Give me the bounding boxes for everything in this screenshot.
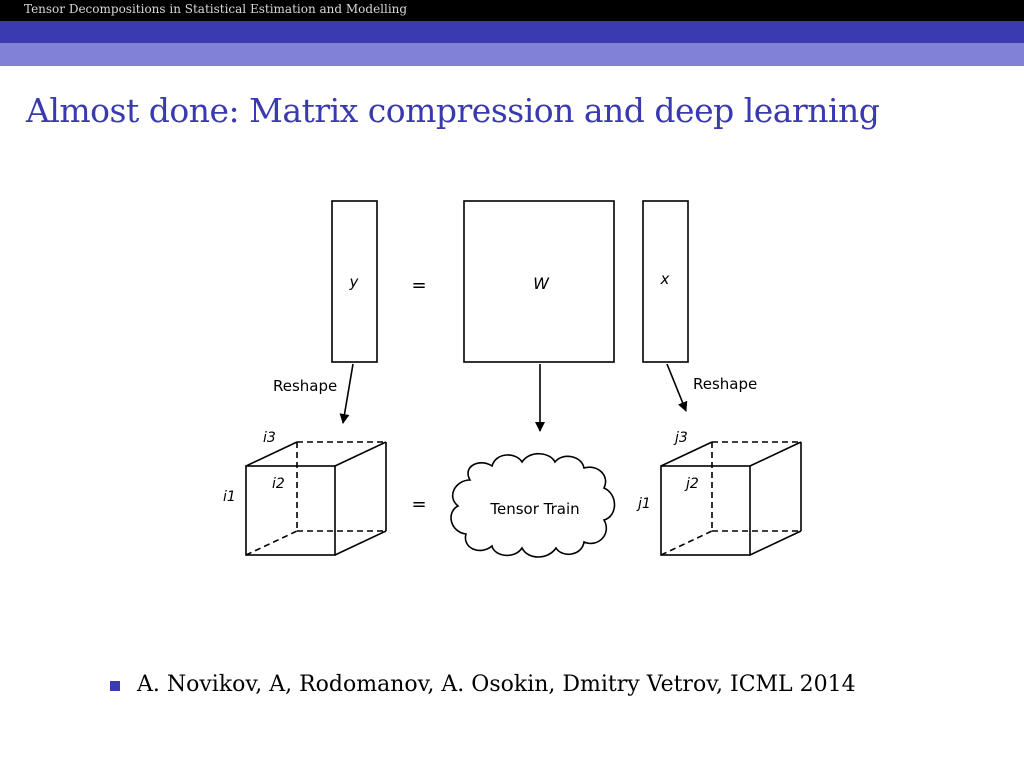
reshape-right-label: Reshape [693,375,757,393]
y-vector-box [331,200,378,363]
left-tensor-cube [245,441,387,556]
header-band-dark [0,21,1024,43]
reshape-left-label: Reshape [273,377,337,395]
bottom-equals-sign: = [411,494,426,515]
i3-label: i3 [263,430,276,446]
w-label: W [533,274,550,293]
x-label: x [660,270,670,288]
x-vector-box [642,200,689,363]
top-equals-sign: = [411,275,426,296]
reshape-left-arrow [339,363,354,424]
citation-text: A. Novikov, A, Rodomanov, A. Osokin, Dmi… [137,672,856,697]
i2-label: i2 [272,476,285,492]
j2-label: j2 [684,476,699,492]
frame-title: Almost done: Matrix compression and deep… [26,91,880,130]
tensor-train-cloud [450,452,616,558]
cloud-label: Tensor Train [489,500,579,518]
bullet-square [110,681,120,691]
w-matrix-box [463,200,615,363]
y-label: y [349,273,360,291]
j1-label: j1 [636,496,651,512]
headline-bar: Tensor Decompositions in Statistical Est… [0,0,1024,21]
right-tensor-cube [660,441,802,556]
header-band-light [0,43,1024,66]
presentation-title: Tensor Decompositions in Statistical Est… [24,2,408,16]
i1-label: i1 [223,489,236,505]
j3-label: j3 [673,430,688,446]
reshape-right-arrow [666,363,688,412]
